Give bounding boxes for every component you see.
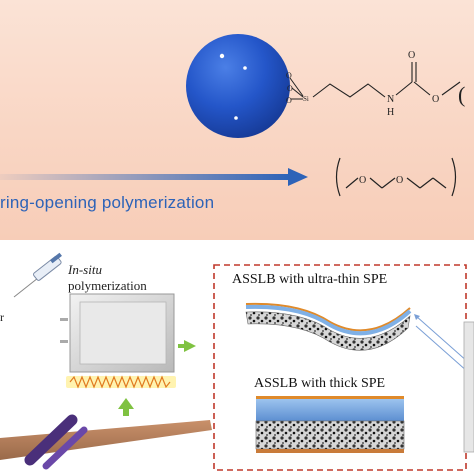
reaction-arrow-head [288, 168, 308, 186]
mold-port [60, 318, 68, 321]
polymer-o-2: O [396, 175, 403, 186]
separator [0, 240, 474, 252]
heating-coil [69, 375, 171, 389]
atom-o-2: O [287, 84, 293, 93]
polymer-o-1: O [359, 175, 366, 186]
roller [24, 414, 88, 470]
bond-n-c [395, 81, 413, 96]
propyl-chain [312, 83, 386, 98]
insitu-label: In-situ polymerization [68, 262, 147, 294]
atom-h: H [387, 107, 394, 118]
arrow-label: ring-opening polymerization [0, 193, 215, 212]
siloxane-bonds [289, 77, 304, 100]
sphere-highlight [219, 53, 225, 59]
up-arrow [118, 398, 134, 416]
reaction-arrow-shaft [0, 174, 290, 180]
process-arrow-shaft [178, 344, 185, 348]
atom-si: Si [303, 95, 309, 103]
polymer-repeat-unit [335, 157, 457, 197]
atom-o-1: O [286, 71, 292, 80]
process-arrow [184, 340, 196, 352]
atom-o-3: O [286, 96, 292, 105]
beam-arrow [414, 314, 420, 320]
bond-c-o [413, 81, 431, 96]
insitu-rest: polymerization [68, 278, 147, 293]
insitu-italic: In-situ [68, 262, 102, 277]
syringe [13, 252, 62, 298]
electrode-sheet [0, 420, 212, 460]
thick-spe-title: ASSLB with thick SPE [254, 376, 386, 391]
silica-sphere [186, 34, 290, 138]
sphere-highlight [243, 66, 247, 70]
sphere-highlight [234, 116, 238, 120]
atom-o-carbonyl: O [408, 50, 415, 61]
light-source [463, 321, 474, 453]
bracket-open: ( [458, 82, 465, 107]
atom-n: N [387, 94, 394, 105]
mold-inner [79, 301, 167, 365]
thick-cell [255, 396, 405, 453]
bottom-diagram [0, 252, 474, 471]
bond-o-c [441, 81, 461, 96]
left-fragment-label: r [0, 310, 4, 324]
light-beams [415, 315, 469, 373]
atom-o-ester: O [432, 94, 439, 105]
top-diagram: O O O Si N H O O ( O O [0, 34, 465, 197]
thin-spe-title: ASSLB with ultra-thin SPE [232, 272, 388, 287]
mold-port [60, 340, 68, 343]
thin-cell [245, 302, 412, 351]
